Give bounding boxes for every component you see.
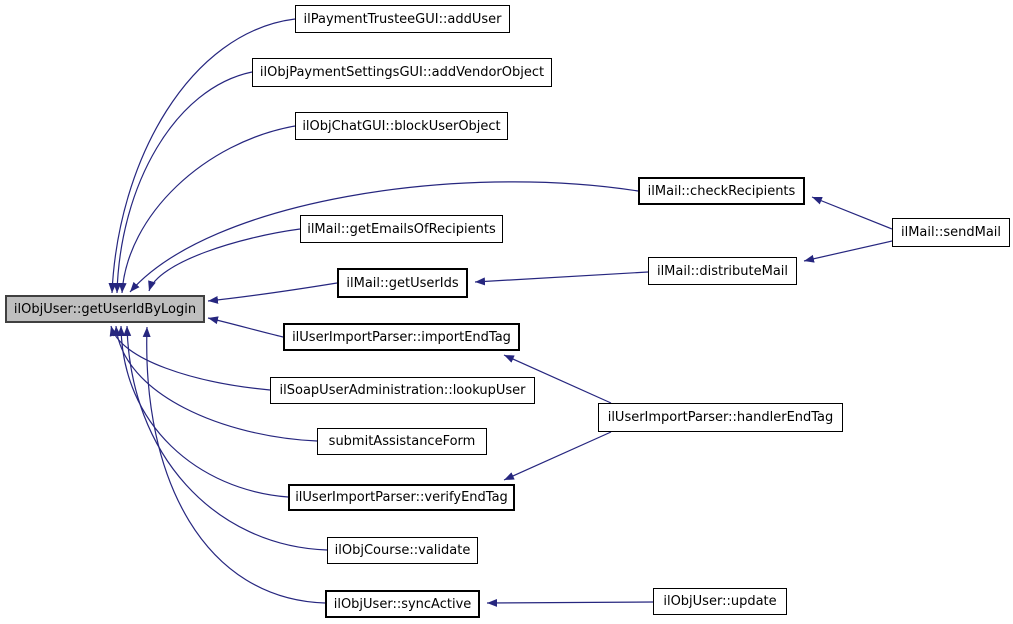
graph-node-lookup-user[interactable]: ilSoapUserAdministration::lookupUser [270,377,535,404]
graph-node-add-user[interactable]: ilPaymentTrusteeGUI::addUser [295,5,510,33]
edge-send-mail-to-check-recipients [811,196,893,230]
edge-get-emails-of-recipients-to-get-user-id-by-login [148,228,301,292]
graph-node-label: ilObjUser::update [663,594,777,609]
edge-block-user-object-to-get-user-id-by-login [118,125,296,294]
graph-node-label: ilMail::sendMail [900,225,1002,240]
graph-node-validate[interactable]: ilObjCourse::validate [327,537,478,564]
graph-node-label: ilMail::getUserIds [346,275,459,291]
edge-get-user-ids-to-get-user-id-by-login [207,282,338,304]
edge-group [108,18,893,607]
edge-add-vendor-object-to-get-user-id-by-login [113,71,253,294]
graph-node-label: ilUserImportParser::verifyEndTag [295,490,508,505]
graph-node-get-emails-of-recipients[interactable]: ilMail::getEmailsOfRecipients [300,215,503,243]
graph-node-sync-active[interactable]: ilObjUser::syncActive [325,590,480,618]
graph-node-get-user-ids[interactable]: ilMail::getUserIds [337,268,468,298]
edge-sync-active-to-get-user-id-by-login [142,326,326,604]
graph-node-label: ilObjUser::getUserIdByLogin [13,301,197,317]
graph-node-get-user-id-by-login[interactable]: ilObjUser::getUserIdByLogin [5,295,205,323]
graph-node-handler-end-tag[interactable]: ilUserImportParser::handlerEndTag [598,403,843,432]
edge-add-user-to-get-user-id-by-login [108,18,296,294]
graph-node-import-end-tag[interactable]: ilUserImportParser::importEndTag [283,323,520,351]
graph-node-label: ilUserImportParser::handlerEndTag [607,410,834,425]
edge-check-recipients-to-get-user-id-by-login [129,181,639,293]
graph-node-label: ilObjPaymentSettingsGUI::addVendorObject [259,65,545,80]
graph-node-label: ilMail::distributeMail [656,263,789,279]
graph-node-label: ilSoapUserAdministration::lookupUser [279,383,526,398]
graph-node-submit-assistance-form[interactable]: submitAssistanceForm [317,428,487,455]
edge-handler-end-tag-to-import-end-tag [503,354,612,404]
graph-node-distribute-mail[interactable]: ilMail::distributeMail [648,257,797,285]
graph-node-label: ilUserImportParser::importEndTag [292,329,511,345]
edge-lookup-user-to-get-user-id-by-login [109,325,271,391]
edge-distribute-mail-to-get-user-ids [474,271,649,286]
graph-node-block-user-object[interactable]: ilObjChatGUI::blockUserObject [295,112,508,140]
edge-update-to-sync-active [486,598,654,607]
graph-node-label: ilObjUser::syncActive [333,596,472,612]
graph-node-label: submitAssistanceForm [328,434,476,449]
graph-node-check-recipients[interactable]: ilMail::checkRecipients [638,177,805,205]
graph-node-add-vendor-object[interactable]: ilObjPaymentSettingsGUI::addVendorObject [252,58,552,87]
graph-node-label: ilObjCourse::validate [334,543,471,558]
edge-import-end-tag-to-get-user-id-by-login [207,316,284,338]
edge-handler-end-tag-to-verify-end-tag [503,431,612,481]
edge-send-mail-to-distribute-mail [803,240,893,263]
graph-node-label: ilObjChatGUI::blockUserObject [302,118,501,134]
edge-verify-end-tag-to-get-user-id-by-login [117,325,289,498]
graph-node-label: ilMail::checkRecipients [647,183,796,199]
graph-node-label: ilPaymentTrusteeGUI::addUser [303,11,502,27]
graph-node-label: ilMail::getEmailsOfRecipients [307,221,496,237]
edge-validate-to-get-user-id-by-login [123,325,328,551]
graph-node-verify-end-tag[interactable]: ilUserImportParser::verifyEndTag [288,484,515,511]
graph-node-update[interactable]: ilObjUser::update [653,588,787,615]
graph-node-send-mail[interactable]: ilMail::sendMail [892,218,1010,247]
